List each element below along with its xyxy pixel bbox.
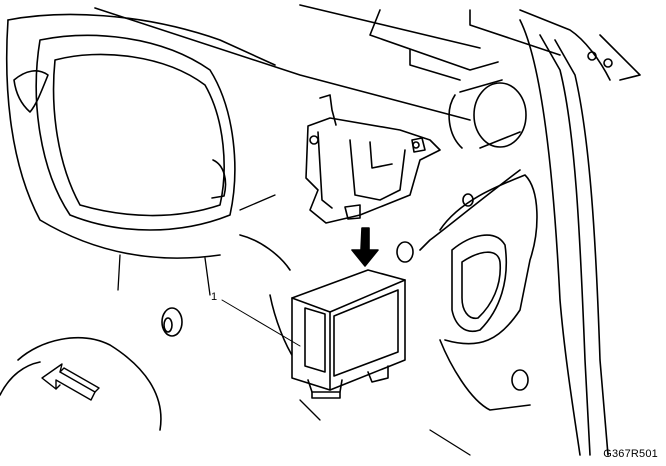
inner-panel	[161, 169, 538, 411]
install-direction-arrow	[351, 227, 379, 267]
speaker-cutout	[0, 337, 162, 431]
forward-arrow	[41, 363, 100, 401]
figure-id: G367R501	[603, 448, 658, 460]
mounting-bracket	[305, 94, 441, 224]
cylinder-motor	[448, 79, 527, 149]
contour-lines	[117, 194, 471, 456]
right-pillar	[519, 9, 641, 456]
door-panel	[5, 13, 276, 259]
callout-1: 1	[211, 291, 218, 303]
upper-rail	[94, 4, 561, 121]
control-module	[221, 269, 406, 399]
